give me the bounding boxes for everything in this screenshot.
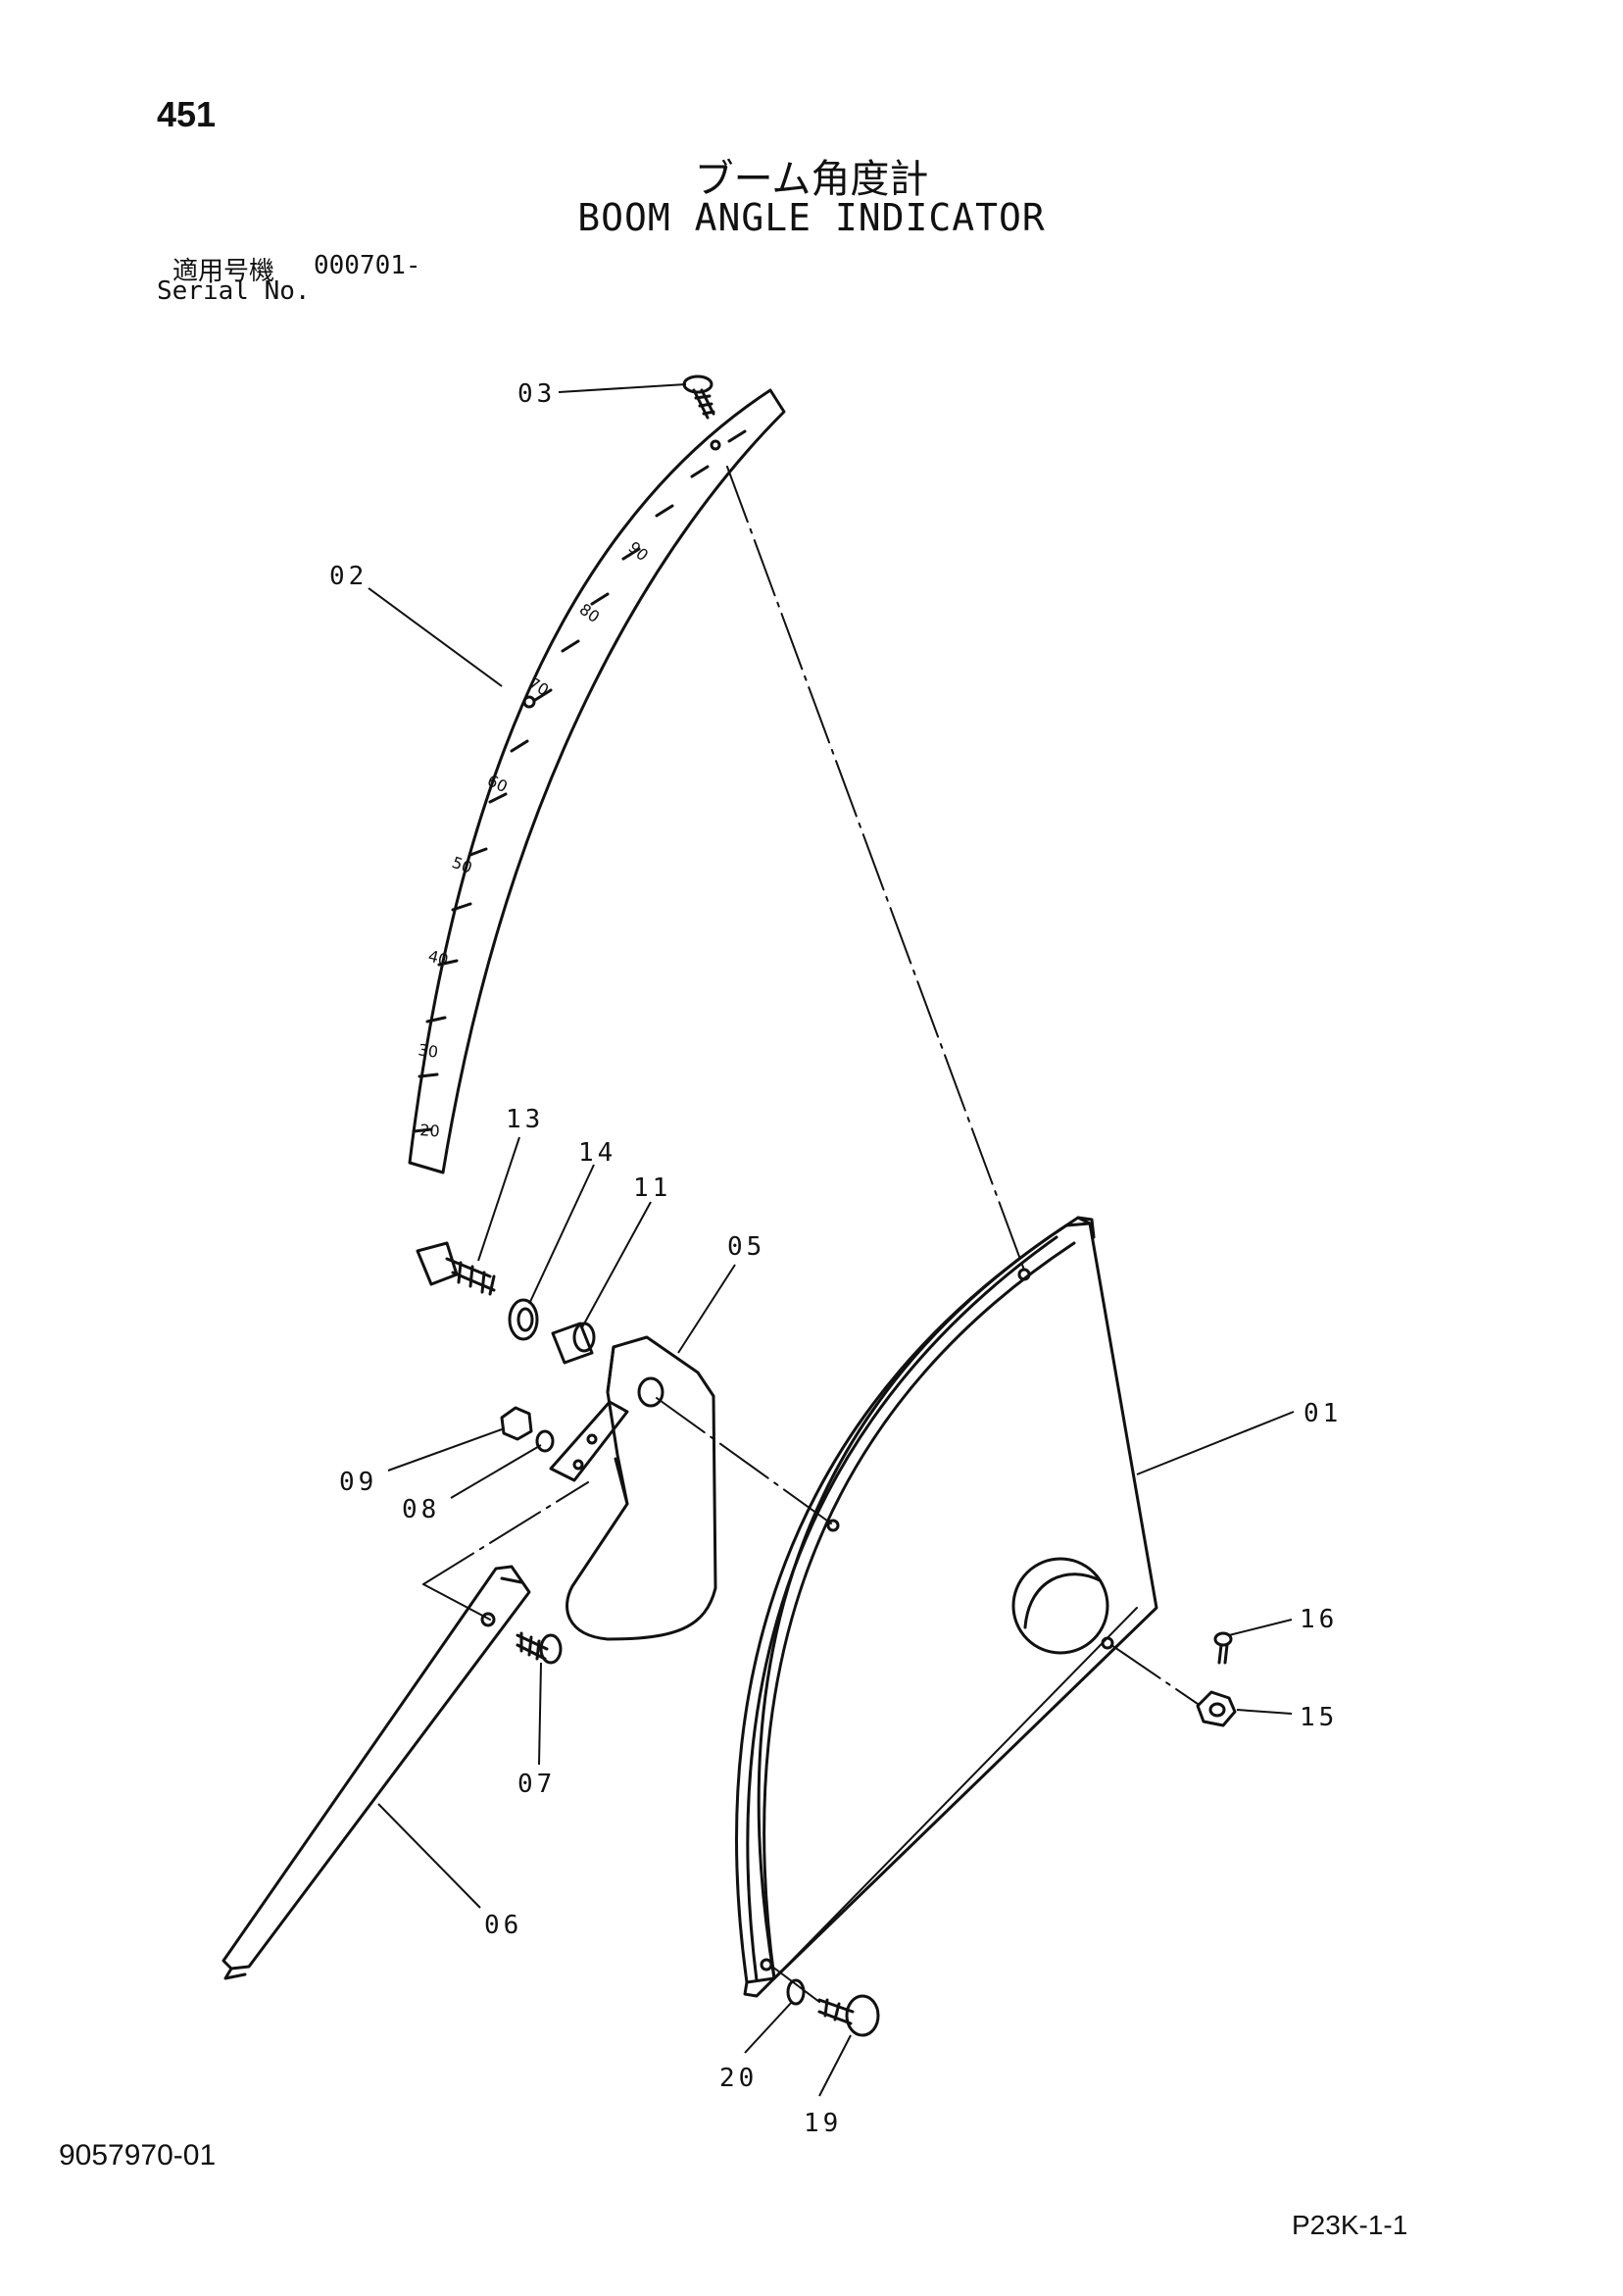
scale-tick bbox=[561, 639, 580, 653]
scale-screw-hole bbox=[522, 695, 536, 709]
center-line-15 bbox=[1110, 1644, 1199, 1705]
scale-tick bbox=[488, 792, 508, 804]
callout-19: 19 bbox=[804, 2109, 842, 2138]
scale-tick bbox=[727, 429, 747, 443]
sector-panel-rim bbox=[735, 1223, 1076, 1984]
bracket-flange bbox=[549, 1400, 629, 1482]
scale-tick bbox=[621, 547, 641, 561]
title-japanese: ブーム角度計 bbox=[694, 157, 929, 202]
callout-08: 08 bbox=[402, 1495, 440, 1524]
serial-label-japanese: 適用号機 bbox=[172, 257, 275, 286]
bolt-13-shape bbox=[416, 1241, 496, 1296]
needle-hole bbox=[480, 1612, 496, 1627]
leader-02 bbox=[368, 587, 503, 687]
screw-07-shape bbox=[516, 1631, 563, 1665]
leader-16 bbox=[1228, 1619, 1293, 1636]
scale-tick bbox=[468, 847, 488, 857]
serial-label-english: Serial No. bbox=[157, 276, 311, 306]
pointer-needle bbox=[221, 1565, 531, 1971]
callout-14: 14 bbox=[578, 1138, 616, 1168]
scale-label-20: 20 bbox=[419, 1121, 441, 1140]
bracket-hole bbox=[637, 1376, 664, 1408]
washer-08-shape bbox=[535, 1429, 555, 1453]
serial-number-value: 000701- bbox=[314, 251, 421, 280]
flange-hole bbox=[586, 1433, 598, 1445]
collar-11-shape bbox=[551, 1322, 596, 1365]
sector-hole bbox=[826, 1519, 840, 1532]
scale-tick bbox=[533, 688, 553, 702]
scale-label-90: 90 bbox=[624, 538, 652, 566]
leader-13 bbox=[477, 1136, 520, 1262]
nut-15-shape bbox=[1196, 1690, 1237, 1727]
callout-01: 01 bbox=[1303, 1399, 1342, 1428]
flange-hole bbox=[572, 1459, 584, 1471]
angle-scale-strip bbox=[408, 388, 786, 1174]
scale-tick bbox=[451, 902, 472, 912]
sector-hole bbox=[1101, 1636, 1114, 1650]
scale-tick bbox=[655, 504, 674, 518]
scale-label-30: 30 bbox=[417, 1040, 439, 1062]
scale-tick bbox=[412, 1127, 433, 1133]
leader-08 bbox=[450, 1444, 542, 1499]
screw-16-shape bbox=[1213, 1631, 1233, 1665]
callout-09: 09 bbox=[339, 1468, 377, 1497]
callout-06: 06 bbox=[484, 1911, 522, 1940]
leader-05 bbox=[677, 1264, 736, 1354]
sector-hole bbox=[1017, 1268, 1031, 1281]
leader-19 bbox=[818, 2034, 852, 2097]
callout-03: 03 bbox=[517, 379, 556, 409]
callout-16: 16 bbox=[1300, 1605, 1338, 1634]
leader-06 bbox=[377, 1803, 481, 1909]
leader-09 bbox=[387, 1428, 503, 1472]
callout-05: 05 bbox=[727, 1232, 765, 1262]
screw-03-shape bbox=[682, 374, 715, 420]
bolt-19-shape bbox=[817, 1994, 880, 2037]
callout-07: 07 bbox=[517, 1770, 556, 1799]
title-english: BOOM ANGLE INDICATOR bbox=[577, 196, 1046, 239]
scale-tick bbox=[418, 1073, 439, 1078]
pointer-bracket bbox=[566, 1335, 717, 1641]
sector-panel-window bbox=[1011, 1557, 1109, 1655]
callout-15: 15 bbox=[1300, 1703, 1338, 1732]
leader-14 bbox=[528, 1164, 595, 1305]
page-code: P23K-1-1 bbox=[1292, 2210, 1408, 2240]
callout-02: 02 bbox=[329, 562, 368, 591]
scale-label-80: 80 bbox=[576, 600, 604, 626]
leader-01 bbox=[1136, 1411, 1295, 1475]
callout-11: 11 bbox=[633, 1173, 671, 1203]
center-line-05 bbox=[656, 1397, 832, 1524]
leader-03 bbox=[558, 383, 687, 393]
leader-07 bbox=[538, 1662, 542, 1766]
scale-screw-hole bbox=[710, 439, 721, 451]
nut-09-shape bbox=[500, 1406, 533, 1441]
washer-14-shape bbox=[508, 1298, 539, 1341]
leader-11 bbox=[581, 1201, 652, 1328]
sector-panel-rim-inner bbox=[746, 1235, 1058, 1982]
callout-20: 20 bbox=[719, 2064, 758, 2093]
leader-20 bbox=[744, 2001, 793, 2054]
scale-tick bbox=[510, 739, 529, 753]
leader-15 bbox=[1236, 1709, 1293, 1715]
page-number: 451 bbox=[157, 94, 217, 134]
document-number: 9057970-01 bbox=[59, 2139, 217, 2171]
washer-20-shape bbox=[786, 1978, 806, 2006]
scale-label-40: 40 bbox=[426, 946, 450, 969]
center-line-07 bbox=[422, 1481, 589, 1585]
sector-hole bbox=[760, 1958, 773, 1972]
scale-tick bbox=[425, 1016, 447, 1023]
callout-13: 13 bbox=[506, 1105, 544, 1134]
scale-tick bbox=[590, 592, 610, 606]
scale-label-50: 50 bbox=[450, 853, 475, 877]
scale-tick bbox=[690, 465, 710, 478]
center-line-03 bbox=[726, 466, 1026, 1273]
scale-tick bbox=[437, 959, 459, 967]
